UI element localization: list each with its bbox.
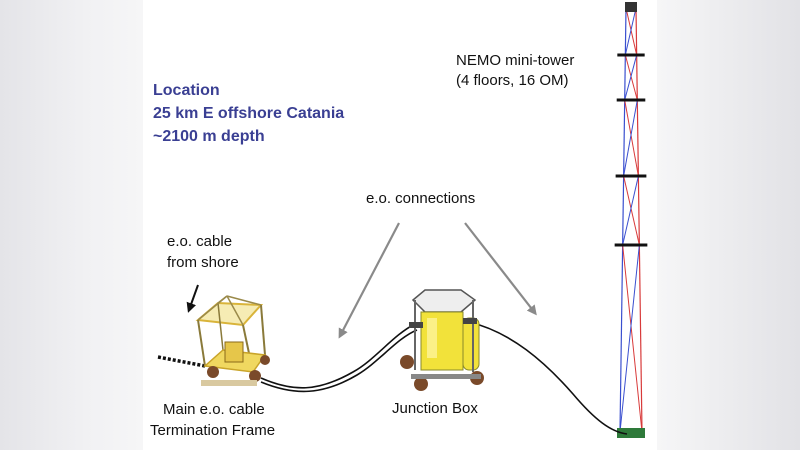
tower-label-line2: (4 floors, 16 OM)	[456, 72, 569, 89]
junction-box-drawing	[400, 289, 484, 391]
cable-from-shore-line2: from shore	[167, 254, 239, 271]
frame-label-line1: Main e.o. cable	[163, 401, 265, 418]
mini-tower-drawing	[614, 2, 648, 438]
cable-from-shore-line1: e.o. cable	[167, 233, 233, 250]
frame-label-line2: Termination Frame	[150, 422, 276, 439]
junction-box-label: Junction Box	[392, 400, 478, 417]
diagram-drawing	[157, 2, 648, 438]
left-blurred-margin	[0, 0, 143, 450]
location-title: Location	[153, 82, 220, 99]
eo-cables	[157, 321, 628, 435]
diagram-slide: Location 25 km E offshore Catania ~2100 …	[143, 0, 657, 450]
tower-label-line1: NEMO mini-tower	[456, 52, 575, 69]
termination-frame-drawing	[195, 295, 270, 386]
arrow-icon	[464, 222, 537, 316]
arrow-icons	[186, 222, 537, 339]
location-line2: ~2100 m depth	[153, 128, 265, 145]
arrow-icon	[186, 284, 199, 313]
eo-connections-label: e.o. connections	[366, 190, 476, 207]
right-blurred-margin	[657, 0, 800, 450]
location-line1: 25 km E offshore Catania	[153, 105, 345, 122]
arrow-icon	[338, 222, 400, 339]
